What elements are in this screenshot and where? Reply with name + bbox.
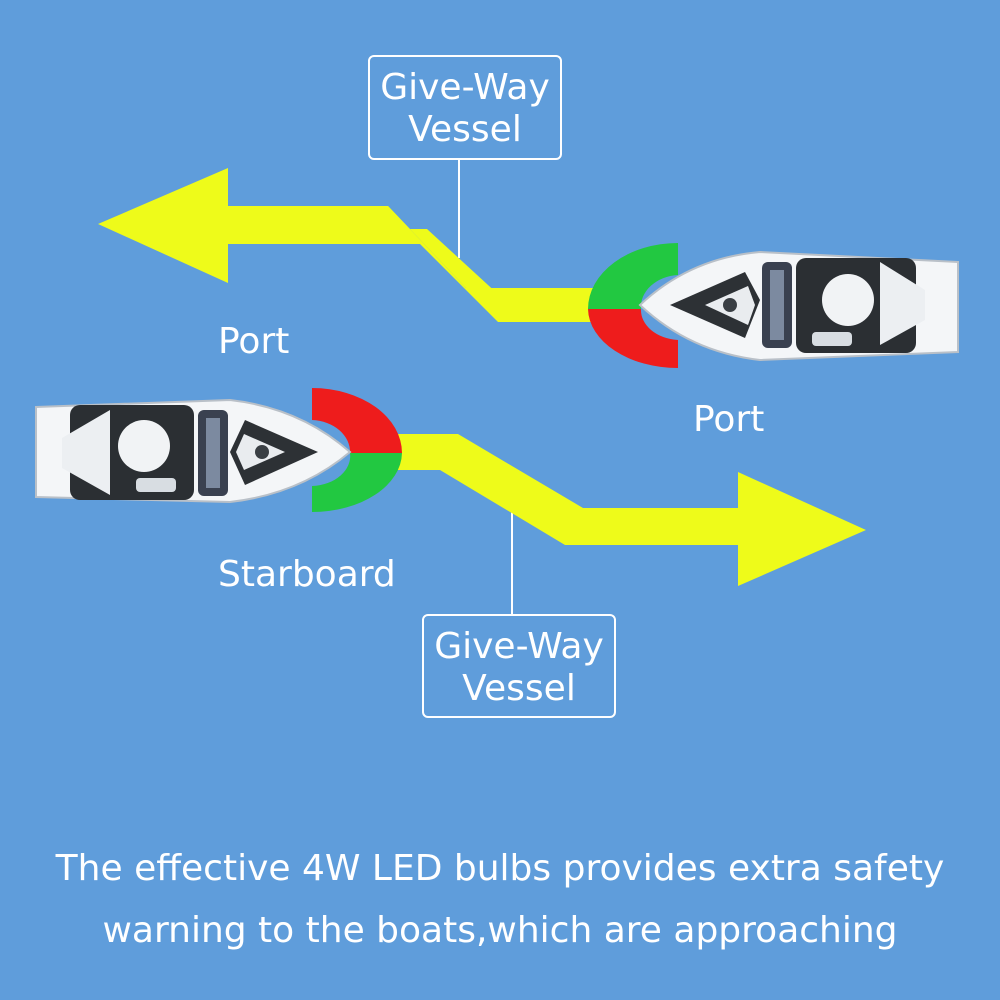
port-label-right: Port bbox=[693, 399, 765, 440]
starboard-light-top bbox=[588, 243, 678, 309]
boat-icon bbox=[638, 250, 959, 362]
caption: The effective 4W LED bulbs provides extr… bbox=[0, 838, 1000, 962]
give-way-vessel-label-bottom: Give-Way Vessel bbox=[422, 614, 616, 718]
give-way-top-line2: Vessel bbox=[408, 109, 522, 150]
navigation-light-icon bbox=[312, 388, 402, 512]
starboard-light-bottom bbox=[312, 453, 402, 512]
starboard-label: Starboard bbox=[218, 554, 396, 595]
port-light-top bbox=[588, 309, 678, 368]
give-way-bottom-line2: Vessel bbox=[462, 668, 576, 709]
port-label-left: Port bbox=[218, 321, 290, 362]
caption-line2: warning to the boats,which are approachi… bbox=[102, 910, 898, 951]
port-light-bottom bbox=[312, 388, 402, 453]
arrow-top bbox=[98, 168, 612, 296]
caption-line1: The effective 4W LED bulbs provides extr… bbox=[55, 848, 945, 889]
give-way-bottom-line1: Give-Way bbox=[434, 626, 604, 667]
give-way-top-line1: Give-Way bbox=[380, 67, 550, 108]
arrow-top-shaft bbox=[228, 206, 605, 322]
give-way-vessel-label-top: Give-Way Vessel bbox=[368, 55, 562, 160]
arrow-bottom bbox=[395, 434, 866, 586]
navigation-light-icon bbox=[588, 243, 678, 368]
boat-icon bbox=[35, 398, 352, 504]
